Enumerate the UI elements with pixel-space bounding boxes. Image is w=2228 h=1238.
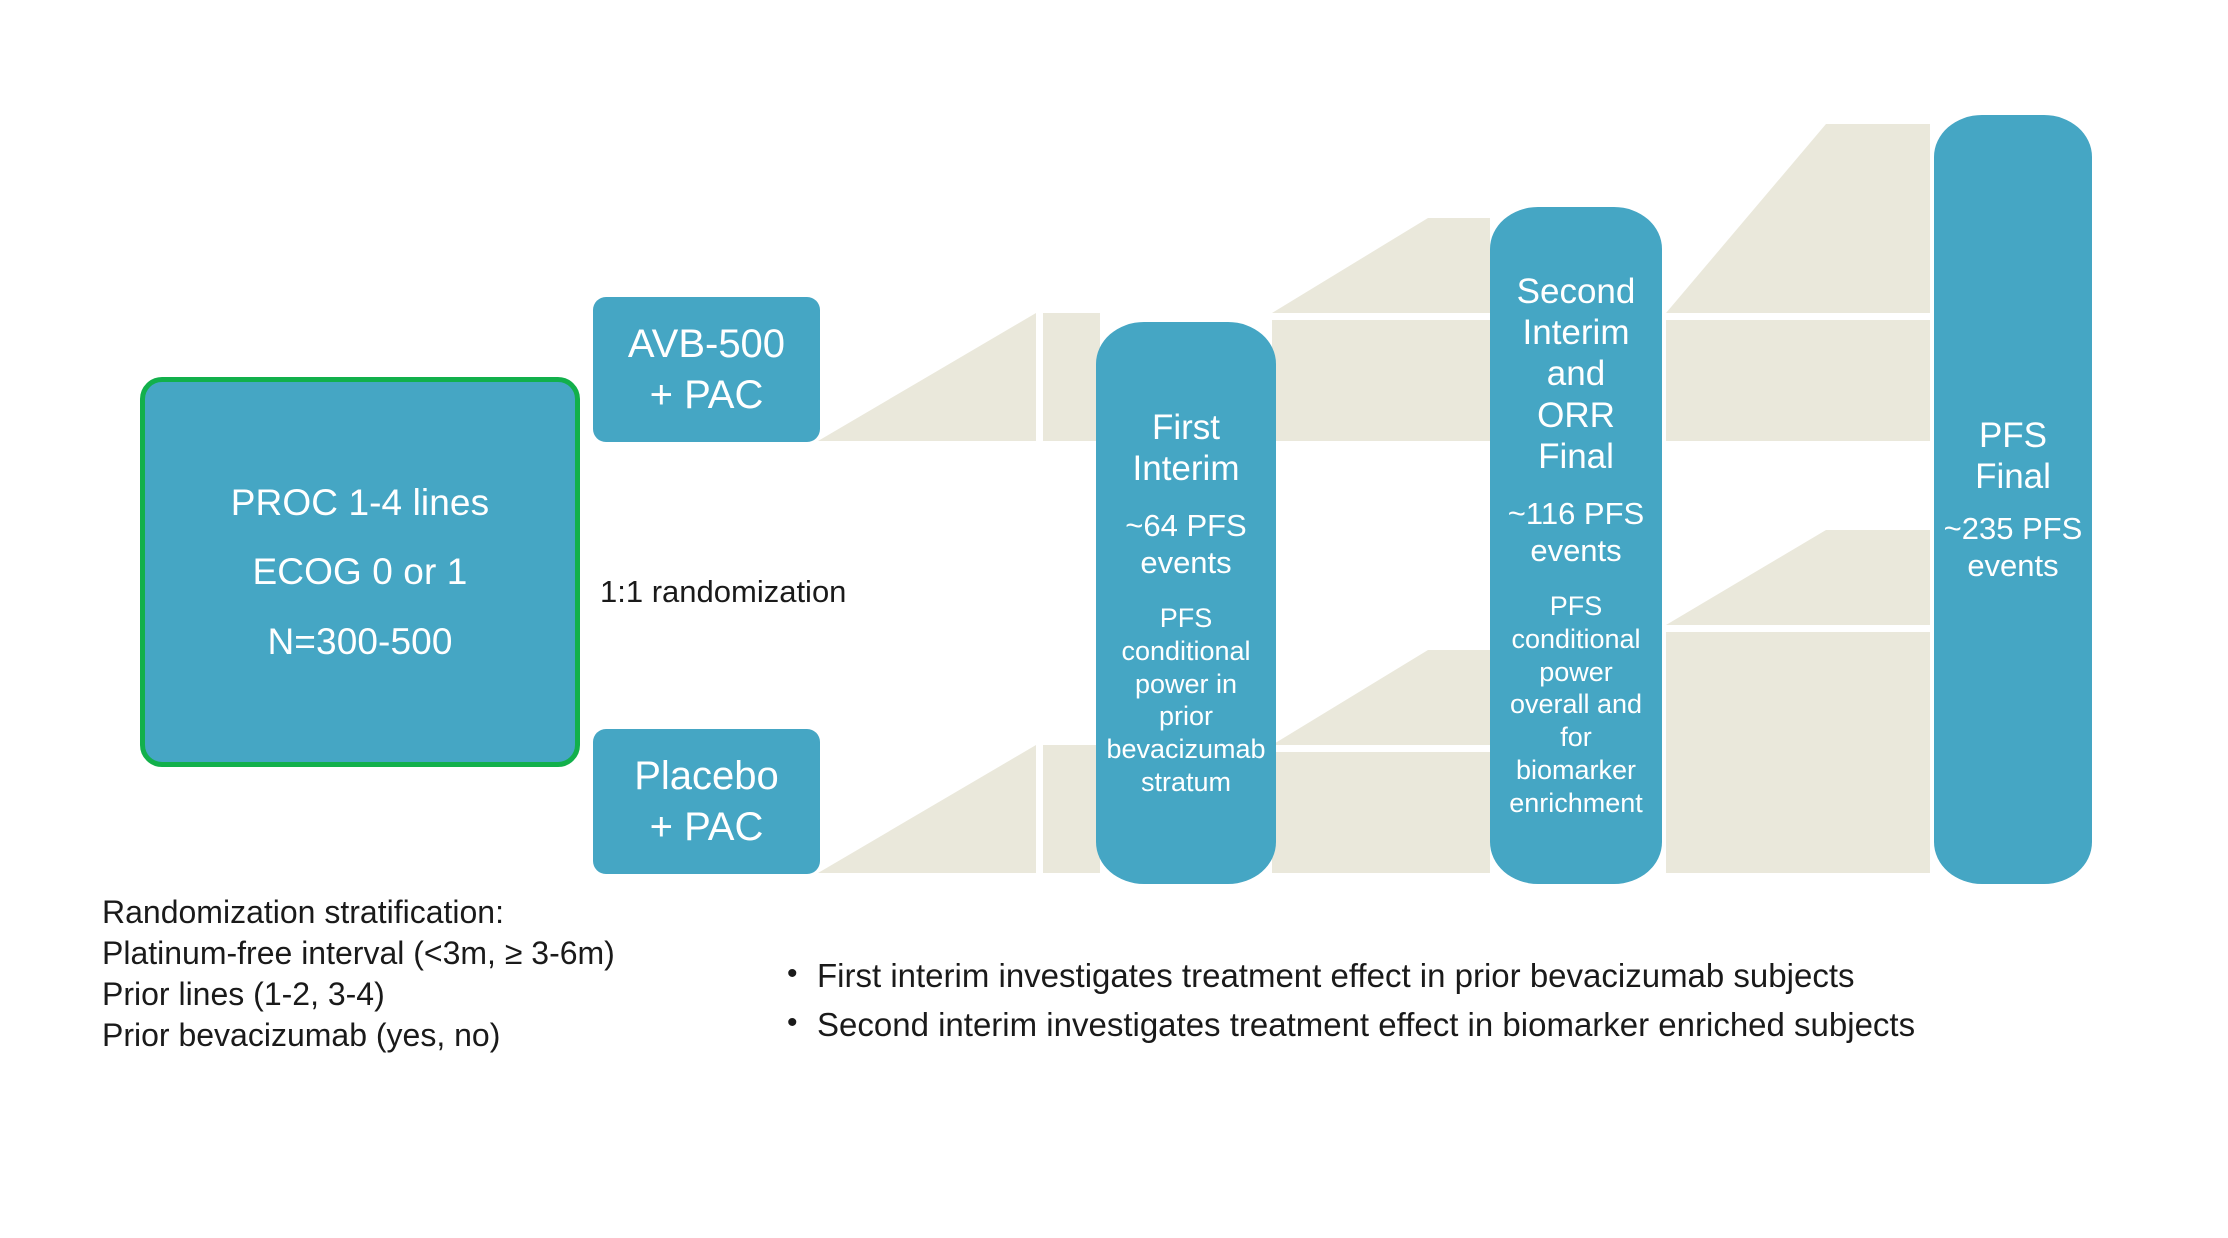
bullet-icon: • bbox=[787, 957, 798, 990]
second-interim-note: PFS conditional power overall and for bi… bbox=[1509, 590, 1643, 819]
stratification-heading: Randomization stratification: bbox=[102, 894, 504, 930]
pfs-final-box[interactable]: PFS Final ~235 PFS events bbox=[1934, 115, 2092, 884]
eligibility-line-1: PROC 1-4 lines bbox=[230, 482, 490, 524]
eligibility-line-2: ECOG 0 or 1 bbox=[252, 551, 468, 593]
control-arm-box[interactable]: Placebo + PAC bbox=[593, 729, 820, 874]
interim-note-2: Second interim investigates treatment ef… bbox=[817, 1005, 1916, 1043]
connector-first-to-second-lower-block bbox=[1272, 752, 1490, 873]
connector-second-to-final-lower-ramp bbox=[1666, 530, 1930, 625]
treatment-arm-line-1: AVB-500 bbox=[627, 321, 786, 366]
connector-second-to-final-lower-block bbox=[1666, 632, 1930, 873]
second-interim-box[interactable]: Second Interim and ORR Final ~116 PFS ev… bbox=[1490, 207, 1662, 884]
eligibility-box[interactable]: PROC 1-4 lines ECOG 0 or 1 N=300-500 bbox=[140, 377, 580, 767]
stratification-block: Randomization stratification: Platinum-f… bbox=[102, 892, 615, 1056]
bullet-icon: • bbox=[787, 1005, 798, 1039]
randomization-label: 1:1 randomization bbox=[600, 574, 847, 609]
first-interim-note: PFS conditional power in prior bevacizum… bbox=[1106, 602, 1266, 798]
connector-control-to-first-lower-block bbox=[1043, 745, 1100, 873]
eligibility-line-3: N=300-500 bbox=[267, 620, 453, 662]
list-item: • Second interim investigates treatment … bbox=[785, 1004, 1917, 1047]
connector-first-to-second-lower-ramp bbox=[1272, 650, 1490, 745]
interim-notes-list: • First interim investigates treatment e… bbox=[785, 955, 2085, 1047]
connector-first-to-second-upper-block bbox=[1272, 320, 1490, 441]
interim-notes-block: • First interim investigates treatment e… bbox=[785, 955, 2085, 1053]
control-arm-line-2: + PAC bbox=[649, 804, 764, 849]
treatment-arm-box[interactable]: AVB-500 + PAC bbox=[593, 297, 820, 442]
pfs-final-title: PFS Final bbox=[1975, 416, 2051, 497]
stratification-item-3: Prior bevacizumab (yes, no) bbox=[102, 1016, 501, 1053]
first-interim-events: ~64 PFS events bbox=[1125, 508, 1247, 581]
interim-note-1: First interim investigates treatment eff… bbox=[817, 957, 1855, 994]
connector-treatment-to-first-upper bbox=[818, 313, 1036, 441]
control-arm-line-1: Placebo bbox=[634, 753, 779, 798]
stratification-item-1: Platinum-free interval (<3m, ≥ 3-6m) bbox=[102, 934, 615, 971]
connector-first-to-second-upper-ramp bbox=[1272, 218, 1490, 313]
first-interim-box[interactable]: First Interim ~64 PFS events PFS conditi… bbox=[1096, 322, 1276, 884]
second-interim-events: ~116 PFS events bbox=[1507, 496, 1645, 569]
first-interim-title: First Interim bbox=[1132, 407, 1240, 488]
stratification-item-2: Prior lines (1-2, 3-4) bbox=[102, 975, 385, 1012]
treatment-arm-line-2: + PAC bbox=[649, 372, 764, 417]
connector-treatment-to-first-upper-block bbox=[1043, 313, 1100, 441]
connector-control-to-first-lower bbox=[818, 745, 1036, 873]
second-interim-title: Second Interim and ORR Final bbox=[1516, 271, 1636, 476]
connector-second-to-final-upper-block bbox=[1666, 320, 1930, 441]
pfs-final-events: ~235 PFS events bbox=[1943, 510, 2083, 583]
connector-second-to-final-upper-ramp bbox=[1666, 124, 1930, 313]
list-item: • First interim investigates treatment e… bbox=[785, 955, 1917, 998]
